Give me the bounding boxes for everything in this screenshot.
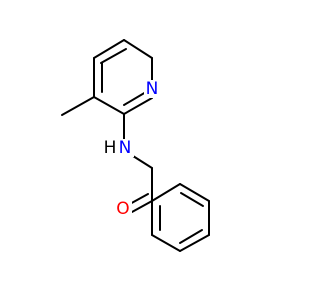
molecule-structure: N H N O — [61, 39, 210, 252]
bond-c4-c5-inner — [100, 48, 127, 64]
molecule-canvas: N H N O — [61, 39, 210, 252]
bond-n1-c2-inner — [123, 91, 147, 106]
bond-ph1-ph2 — [179, 183, 210, 202]
atom-o: O — [115, 199, 132, 219]
bond-nh-ch2 — [132, 155, 153, 169]
atom-nh-n-label: N — [119, 138, 132, 158]
atom-n-pyridine: N — [144, 79, 161, 99]
atom-nh: H N — [101, 138, 134, 158]
bond-n1-c2 — [123, 97, 153, 115]
bonds — [61, 39, 210, 252]
atom-labels: N H N O — [101, 79, 161, 219]
atom-o-label: O — [116, 199, 129, 219]
bond-c5-c6 — [123, 39, 153, 59]
bond-ph3-ph4 — [179, 234, 210, 252]
bond-c2-c3 — [93, 96, 125, 115]
atom-n-pyridine-label: N — [146, 79, 159, 99]
bond-co-ph — [151, 183, 181, 202]
atom-nh-h-label: H — [104, 138, 117, 158]
bond-c4-c5 — [93, 39, 125, 59]
bond-methyl — [61, 96, 95, 116]
bond-ph3-ph4-inner — [179, 229, 203, 244]
bond-co-o — [131, 200, 153, 213]
bond-ph1-ph2-inner — [180, 192, 204, 207]
bond-ph4-ph5 — [151, 234, 181, 252]
